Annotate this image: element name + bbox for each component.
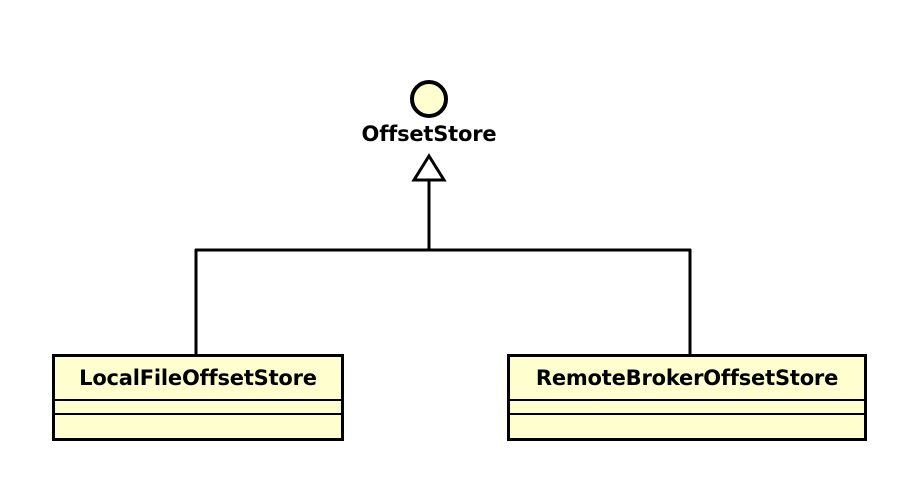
class-methods-compartment [510,413,864,438]
class-methods-compartment [55,413,341,438]
interface-node-offsetstore[interactable]: OffsetStore [329,80,529,160]
class-fields-compartment [510,399,864,413]
interface-circle-icon [410,80,448,118]
interface-label: OffsetStore [361,122,497,146]
class-node-remote-broker-offset-store[interactable]: RemoteBrokerOffsetStore [507,354,867,441]
class-title: RemoteBrokerOffsetStore [535,366,839,390]
class-node-local-file-offset-store[interactable]: LocalFileOffsetStore [52,354,344,441]
class-title: LocalFileOffsetStore [79,366,317,390]
class-fields-compartment [55,399,341,413]
